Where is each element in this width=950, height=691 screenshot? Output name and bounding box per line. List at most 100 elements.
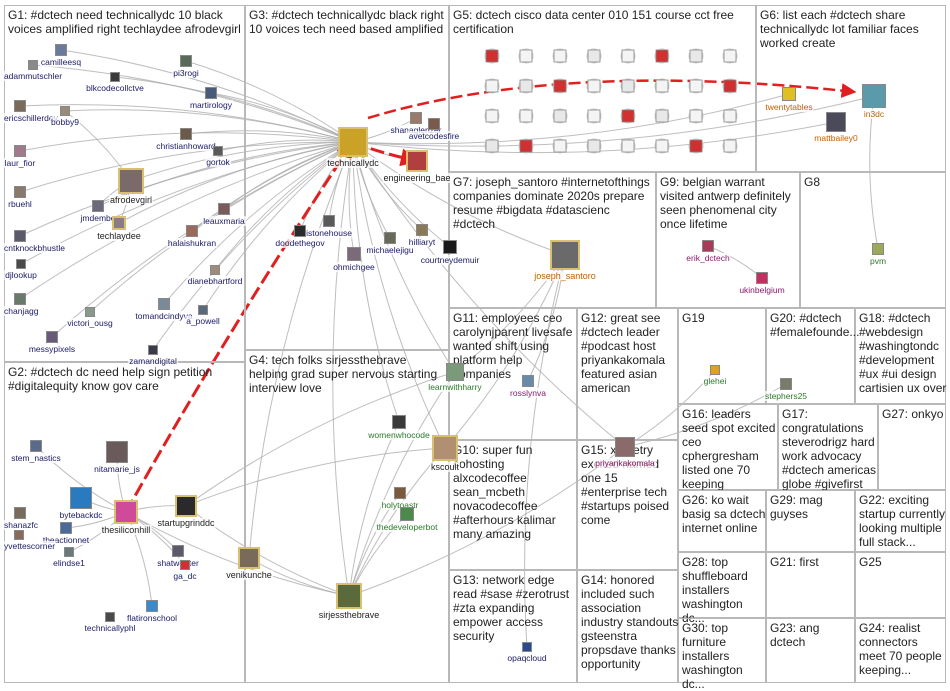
node-tomandcindyva[interactable] <box>158 298 170 310</box>
node-hilliaryt[interactable] <box>416 224 428 236</box>
node-womenwhocode[interactable] <box>392 415 406 429</box>
node-engineering_bae[interactable] <box>406 150 428 172</box>
node-ga_dc[interactable] <box>180 560 190 570</box>
g5-node-26[interactable] <box>553 139 567 153</box>
node-camilleesq[interactable] <box>55 44 67 56</box>
g5-node-20[interactable] <box>621 109 635 123</box>
node-courtneydemuir[interactable] <box>443 240 457 254</box>
g5-node-23[interactable] <box>723 109 737 123</box>
g5-node-27[interactable] <box>587 139 601 153</box>
node-techlaydee[interactable] <box>112 216 126 230</box>
node-elindse1[interactable] <box>64 547 74 557</box>
g5-node-14[interactable] <box>689 79 703 93</box>
node-victori_ousg[interactable] <box>85 307 95 317</box>
node-halaishukran[interactable] <box>186 225 198 237</box>
node-pvm[interactable] <box>872 243 884 255</box>
g5-node-15[interactable] <box>723 79 737 93</box>
node-rosslynva[interactable] <box>522 375 534 387</box>
node-stephers25[interactable] <box>780 378 792 390</box>
g5-node-1[interactable] <box>519 49 533 63</box>
node-technicallyphl[interactable] <box>105 612 115 622</box>
g5-node-28[interactable] <box>621 139 635 153</box>
g5-node-3[interactable] <box>587 49 601 63</box>
g5-node-2[interactable] <box>553 49 567 63</box>
g5-node-16[interactable] <box>485 109 499 123</box>
node-theactionnet[interactable] <box>60 522 72 534</box>
g5-node-24[interactable] <box>485 139 499 153</box>
node-opaqcloud[interactable] <box>522 642 532 652</box>
node-joseph_santoro[interactable] <box>550 240 580 270</box>
node-laur_fior[interactable] <box>14 145 26 157</box>
node-zamandigital[interactable] <box>148 345 158 355</box>
node-flatironschool[interactable] <box>146 600 158 612</box>
g5-node-7[interactable] <box>723 49 737 63</box>
g5-node-5[interactable] <box>655 49 669 63</box>
g5-node-6[interactable] <box>689 49 703 63</box>
node-nitamarie_js[interactable] <box>106 441 128 463</box>
node-chanjagg[interactable] <box>14 293 26 305</box>
node-leauxmaria[interactable] <box>218 203 230 215</box>
g5-node-4[interactable] <box>621 49 635 63</box>
node-martirology[interactable] <box>205 87 217 99</box>
node-ukinbelgium[interactable] <box>756 272 768 284</box>
node-label-adammutschler: adammutschler <box>2 71 64 81</box>
node-erik_dctech[interactable] <box>702 240 714 252</box>
node-istonehouse[interactable] <box>323 215 335 227</box>
g5-node-17[interactable] <box>519 109 533 123</box>
node-mattbailey0[interactable] <box>826 112 846 132</box>
node-ohmichgee[interactable] <box>347 247 361 261</box>
node-thesiliconhill[interactable] <box>114 500 138 524</box>
node-jmdembe[interactable] <box>92 200 104 212</box>
node-dianebhartford[interactable] <box>210 265 220 275</box>
node-bytebackdc[interactable] <box>70 487 92 509</box>
g5-node-21[interactable] <box>655 109 669 123</box>
node-cntknockbhustle[interactable] <box>14 230 26 242</box>
g5-node-19[interactable] <box>587 109 601 123</box>
node-venikunche[interactable] <box>238 547 260 569</box>
node-messypixels[interactable] <box>46 331 58 343</box>
node-yvettescorner[interactable] <box>14 530 24 540</box>
node-priyankakomala[interactable] <box>615 437 635 457</box>
node-michaelejigu[interactable] <box>384 232 396 244</box>
g5-node-10[interactable] <box>553 79 567 93</box>
node-ericschillerdev[interactable] <box>14 100 26 112</box>
g5-node-29[interactable] <box>655 139 669 153</box>
node-adammutschler[interactable] <box>28 60 38 70</box>
node-doodethegov[interactable] <box>294 225 306 237</box>
g5-node-13[interactable] <box>655 79 669 93</box>
node-shanaglenzer[interactable] <box>410 112 422 124</box>
g5-node-11[interactable] <box>587 79 601 93</box>
node-avetcodesfire[interactable] <box>428 118 440 130</box>
g5-node-9[interactable] <box>519 79 533 93</box>
node-afrodevgirl[interactable] <box>118 168 144 194</box>
node-djlookup[interactable] <box>16 259 26 269</box>
node-rbuehl[interactable] <box>14 186 26 198</box>
node-kscoult[interactable] <box>432 435 458 461</box>
g5-node-12[interactable] <box>621 79 635 93</box>
g5-node-8[interactable] <box>485 79 499 93</box>
g5-node-22[interactable] <box>689 109 703 123</box>
g5-node-25[interactable] <box>519 139 533 153</box>
node-shatweeter[interactable] <box>172 545 184 557</box>
node-bobby9[interactable] <box>60 106 70 116</box>
node-pi3rogi[interactable] <box>180 55 192 67</box>
node-shanazfc[interactable] <box>14 507 26 519</box>
node-glehei[interactable] <box>710 365 720 375</box>
node-blkcodecollctve[interactable] <box>110 72 120 82</box>
g5-node-18[interactable] <box>553 109 567 123</box>
node-learnwithharry[interactable] <box>446 363 464 381</box>
node-gortok[interactable] <box>213 146 223 156</box>
node-twentytables[interactable] <box>782 87 796 101</box>
g5-node-31[interactable] <box>723 139 737 153</box>
node-christianhoward[interactable] <box>180 128 192 140</box>
node-a_powell[interactable] <box>198 305 208 315</box>
node-technicallydc[interactable] <box>338 127 368 157</box>
g5-node-0[interactable] <box>485 49 499 63</box>
node-holytoastr[interactable] <box>394 487 406 499</box>
node-thedeveloperbot[interactable] <box>400 507 414 521</box>
node-stem_nastics[interactable] <box>30 440 42 452</box>
node-in3dc[interactable] <box>862 84 886 108</box>
g5-node-30[interactable] <box>689 139 703 153</box>
node-sirjessthebrave[interactable] <box>336 583 362 609</box>
node-startupgrinddc[interactable] <box>175 495 197 517</box>
